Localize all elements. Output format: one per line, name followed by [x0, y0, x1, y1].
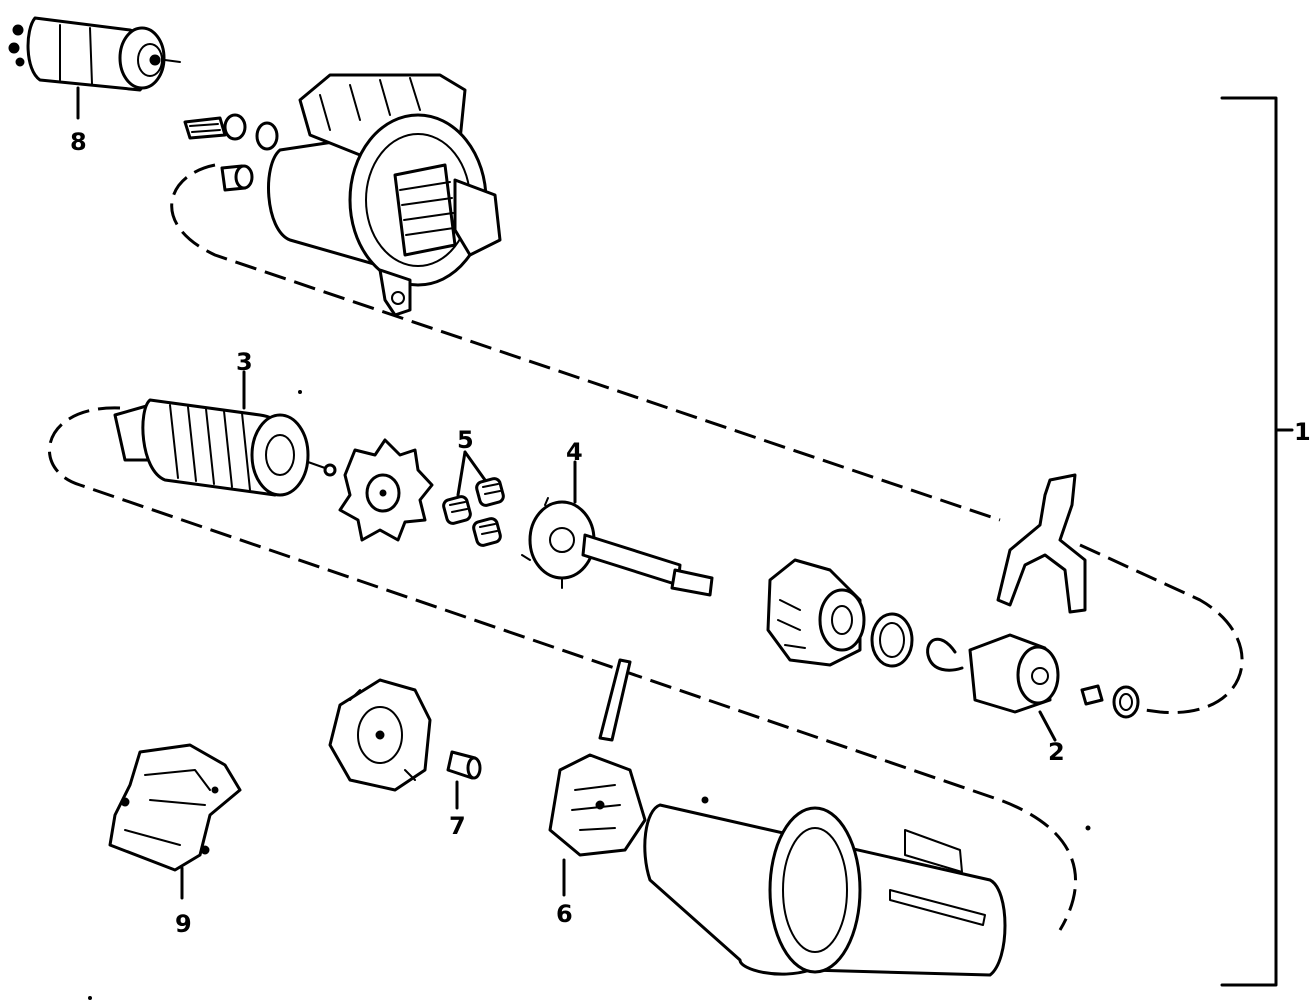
terminal-bolt	[183, 113, 247, 141]
speck	[298, 390, 302, 394]
brush-plate	[338, 438, 434, 542]
speck	[88, 996, 92, 1000]
housing-bushing	[220, 164, 254, 192]
speck	[1085, 825, 1091, 831]
shaft-part-4	[521, 497, 714, 597]
clutch-ring-inner	[879, 622, 905, 658]
callout-9: 9	[175, 910, 192, 938]
callout-8: 8	[70, 128, 87, 156]
callout-1: 1	[1294, 418, 1311, 446]
callout-5: 5	[457, 426, 474, 454]
brushes-part-5	[442, 477, 505, 547]
callout-4: 4	[566, 438, 583, 466]
callout-2: 2	[1048, 738, 1065, 766]
shift-fork	[996, 473, 1087, 614]
drive-pinion-part-2	[968, 633, 1140, 719]
ring-washer	[255, 121, 279, 151]
brush-holder-part-6	[548, 658, 647, 857]
bracket-part-9	[108, 743, 242, 872]
solenoid-part-8	[8, 16, 181, 92]
leader-5	[456, 450, 487, 497]
clutch-housing	[766, 558, 866, 667]
callout-3: 3	[236, 348, 253, 376]
field-frame	[643, 796, 1007, 977]
upper-group-dashed-loop	[170, 163, 1244, 714]
callout-6: 6	[556, 900, 573, 928]
bushing-part-7	[446, 750, 482, 780]
leader-2	[1038, 710, 1057, 742]
callout-7: 7	[449, 812, 466, 840]
assembly-bracket	[1220, 96, 1294, 987]
armature-part-3	[113, 398, 337, 497]
lower-group-dashed-loop	[47, 406, 1077, 931]
drive-end-housing	[267, 73, 502, 317]
clutch-ring	[870, 612, 914, 668]
commutator-end-plate	[328, 678, 432, 792]
retaining-clip	[926, 637, 964, 672]
